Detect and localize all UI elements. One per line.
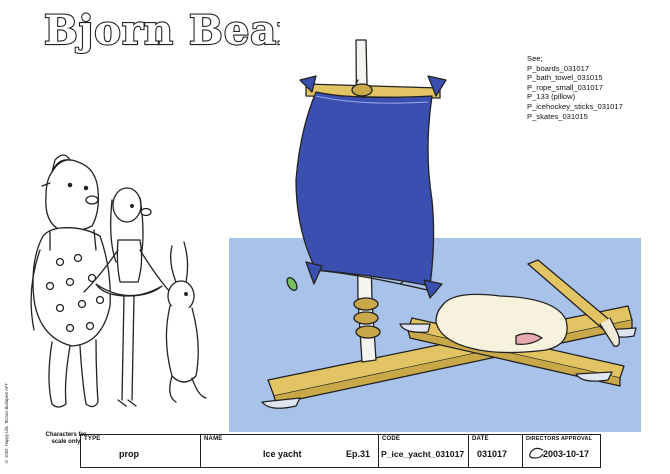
sail: [295, 91, 435, 287]
title-logo: Bjorn Bear: [43, 6, 280, 54]
reference-item: P_133 (pillow): [527, 92, 576, 102]
name-value: Ice yacht: [263, 449, 302, 459]
approval-cell: DIRECTORS APPROVAL 2003-10-17: [523, 435, 599, 467]
approval-header: DIRECTORS APPROVAL: [526, 436, 593, 442]
bear-character: [30, 154, 111, 408]
rabbit-character: [165, 241, 207, 403]
info-table: TYPE prop NAME Ice yacht Ep.31 CODE P_ic…: [80, 434, 601, 468]
rope-bindings: [351, 83, 381, 339]
date-header: DATE: [472, 436, 489, 442]
reference-item: P_bath_towel_031015: [527, 73, 603, 83]
code-header: CODE: [382, 436, 401, 442]
signature-icon: [529, 447, 544, 459]
code-value: P_ice_yacht_031017: [381, 449, 465, 459]
reference-list: See; P_boards_031017 P_bath_towel_031015…: [527, 54, 623, 121]
title-text: Bjorn Bear: [44, 7, 280, 54]
type-header: TYPE: [84, 436, 101, 442]
date-cell: DATE 031017: [469, 435, 523, 467]
episode-value: Ep.31: [346, 449, 371, 459]
approval-date: 2003-10-17: [543, 449, 590, 459]
reference-item: P_skates_031015: [527, 111, 588, 121]
reference-heading: See;: [527, 54, 543, 63]
type-value: prop: [119, 449, 139, 459]
copyright-text: © 2002, Happy Life, Tecnos Budapest AFT: [4, 382, 9, 464]
scale-note: Characters for scale only: [45, 432, 87, 445]
girl-character: [83, 187, 171, 407]
type-cell: TYPE prop: [81, 435, 201, 467]
name-cell: NAME Ice yacht Ep.31: [201, 435, 379, 467]
sail-ties: [299, 75, 447, 299]
reference-item: P_boards_031017: [527, 63, 590, 73]
top-boom: [305, 83, 441, 99]
hockey-stick: [527, 259, 620, 347]
code-cell: CODE P_ice_yacht_031017: [379, 435, 469, 467]
leaf: [286, 276, 298, 292]
date-value: 031017: [477, 449, 508, 459]
name-header: NAME: [204, 436, 223, 442]
reference-item: P_icehockey_sticks_031017: [527, 101, 623, 111]
reference-item: P_rope_small_031017: [527, 82, 603, 92]
pillow: [435, 293, 568, 354]
